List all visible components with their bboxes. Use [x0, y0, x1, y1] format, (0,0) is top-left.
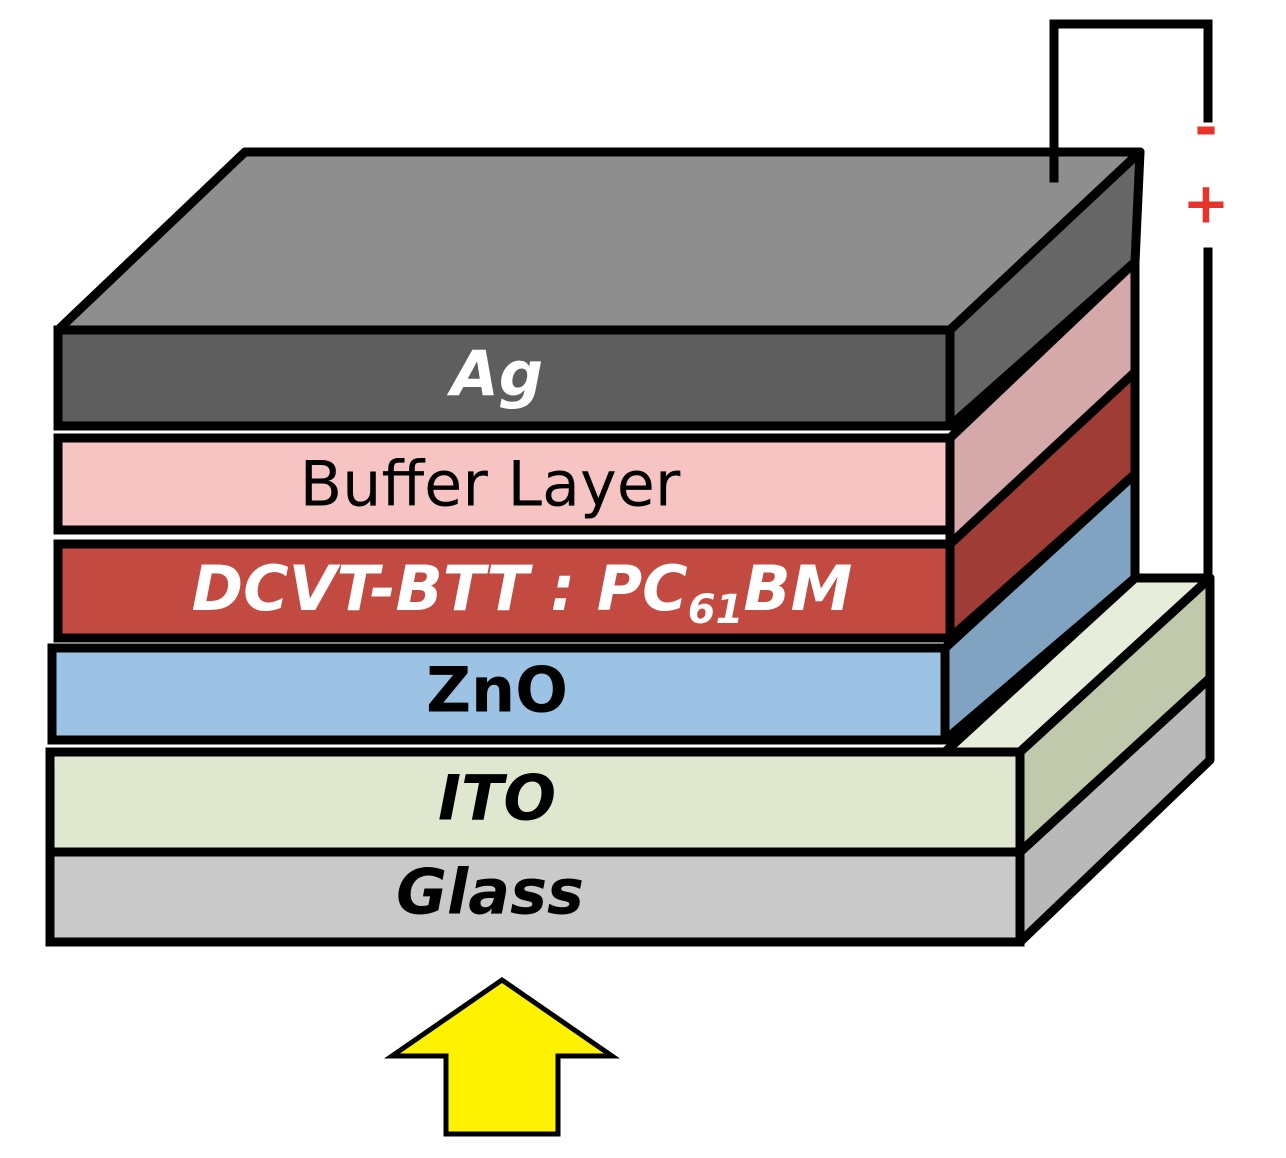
- ag-layer: Ag: [53, 147, 1145, 431]
- zno-label: ZnO: [426, 654, 568, 727]
- light-arrow-icon: [383, 976, 621, 1137]
- buffer-label: Buffer Layer: [300, 448, 681, 521]
- active-layer: DCVT-BTT : PC61BM: [53, 367, 1140, 643]
- glass-layer: Glass: [45, 673, 1215, 947]
- zno-front-face: [47, 643, 950, 745]
- active-front-face: [53, 539, 955, 643]
- active-label-main: DCVT-BTT : PC: [192, 552, 688, 625]
- active-label-tail: BM: [743, 552, 852, 625]
- active-label-subscript: 61: [688, 587, 744, 633]
- negative-terminal: -: [1194, 96, 1217, 161]
- ag-label: Ag: [446, 338, 543, 411]
- buffer-front-face: [53, 433, 955, 535]
- wire-top-segment: [1049, 19, 1213, 183]
- active-label: DCVT-BTT : PC61BM: [192, 552, 853, 634]
- glass-label: Glass: [396, 856, 584, 929]
- glass-front-face: [45, 847, 1025, 947]
- positive-terminal: +: [1183, 172, 1230, 237]
- battery-terminals: - +: [1183, 96, 1230, 237]
- buffer-layer: Buffer Layer: [53, 257, 1140, 549]
- circuit-wire: [1049, 19, 1213, 583]
- ag-front-face: [53, 325, 955, 431]
- ito-front-face: [45, 747, 1025, 857]
- ito-label: ITO: [438, 762, 556, 835]
